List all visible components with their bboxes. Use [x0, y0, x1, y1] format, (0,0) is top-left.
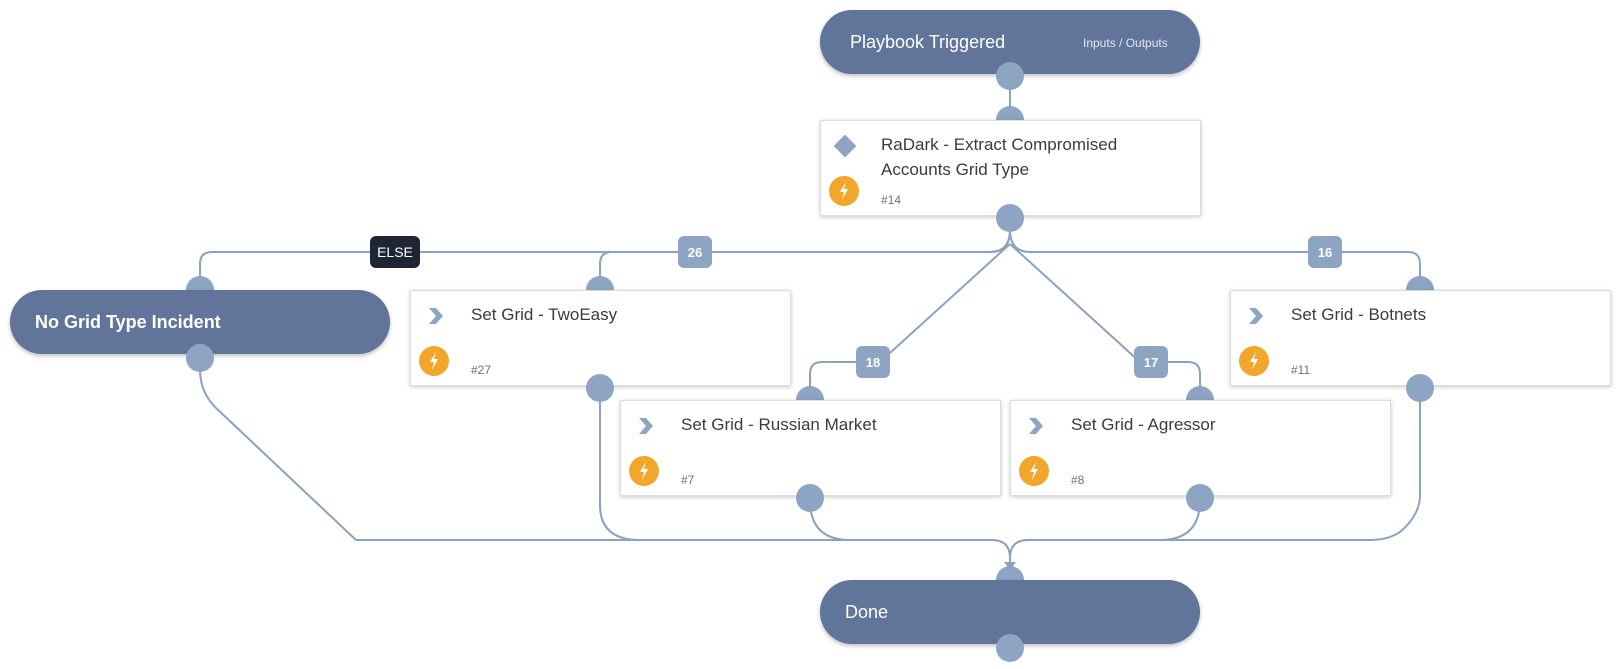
inputs-outputs-link[interactable]: Inputs / Outputs: [1083, 36, 1168, 50]
edge-else: [199, 229, 1011, 282]
task-russian-market[interactable]: Set Grid - Russian Market #7: [620, 400, 1001, 496]
task-botnets[interactable]: Set Grid - Botnets #11: [1230, 290, 1611, 386]
task-title: Set Grid - Agressor: [1071, 415, 1216, 434]
automation-icon: [829, 176, 859, 206]
no-grid-output-port[interactable]: [186, 344, 214, 372]
edge-botnets-done: [1028, 388, 1421, 541]
task-title: Set Grid - Russian Market: [681, 415, 877, 434]
start-title: Playbook Triggered: [850, 32, 1006, 52]
task-agressor[interactable]: Set Grid - Agressor #8: [1010, 400, 1391, 496]
done-title: Done: [845, 602, 889, 622]
task-id: #8: [1071, 473, 1085, 487]
edge-agressor-done: [1009, 499, 1201, 559]
edge-twoeasy-done: [599, 388, 992, 541]
condition-task-id: #14: [881, 193, 902, 207]
start-output-port[interactable]: [996, 62, 1024, 90]
twoeasy-output-port[interactable]: [586, 374, 614, 402]
branch-label-17[interactable]: 17: [1134, 346, 1168, 378]
edge-18: [809, 243, 1011, 392]
task-id: #27: [471, 363, 492, 377]
chevron-right-icon: [429, 308, 443, 324]
chevron-right-icon: [639, 418, 653, 434]
edge-17: [1009, 243, 1201, 392]
automation-icon: [1019, 456, 1049, 486]
diamond-icon: [833, 134, 857, 158]
automation-icon: [1239, 346, 1269, 376]
automation-icon: [629, 456, 659, 486]
russian-output-port[interactable]: [796, 484, 824, 512]
edge-16: [1009, 229, 1421, 282]
edge-russian-done: [809, 499, 992, 541]
condition-title-line1: RaDark - Extract Compromised: [881, 135, 1118, 154]
chevron-right-icon: [1029, 418, 1043, 434]
no-grid-title: No Grid Type Incident: [35, 312, 221, 332]
condition-title-line2: Accounts Grid Type: [881, 160, 1030, 179]
automation-icon: [419, 346, 449, 376]
condition-task[interactable]: RaDark - Extract Compromised Accounts Gr…: [820, 120, 1201, 216]
task-title: Set Grid - TwoEasy: [471, 305, 618, 324]
task-id: #11: [1291, 363, 1311, 377]
branch-label-else[interactable]: ELSE: [370, 236, 420, 268]
task-title: Set Grid - Botnets: [1291, 305, 1427, 324]
done-output-port[interactable]: [996, 634, 1024, 662]
botnets-output-port[interactable]: [1406, 374, 1434, 402]
branch-label-18[interactable]: 18: [856, 346, 890, 378]
task-id: #7: [681, 473, 695, 487]
task-twoeasy[interactable]: Set Grid - TwoEasy #27: [410, 290, 791, 386]
branch-label-16[interactable]: 16: [1308, 236, 1342, 268]
done-node[interactable]: Done: [820, 580, 1200, 644]
edge-26: [599, 229, 1011, 282]
no-grid-node[interactable]: No Grid Type Incident: [10, 290, 390, 354]
branch-label-26[interactable]: 26: [678, 236, 712, 268]
condition-output-port[interactable]: [996, 204, 1024, 232]
chevron-right-icon: [1249, 308, 1263, 324]
agressor-output-port[interactable]: [1186, 484, 1214, 512]
